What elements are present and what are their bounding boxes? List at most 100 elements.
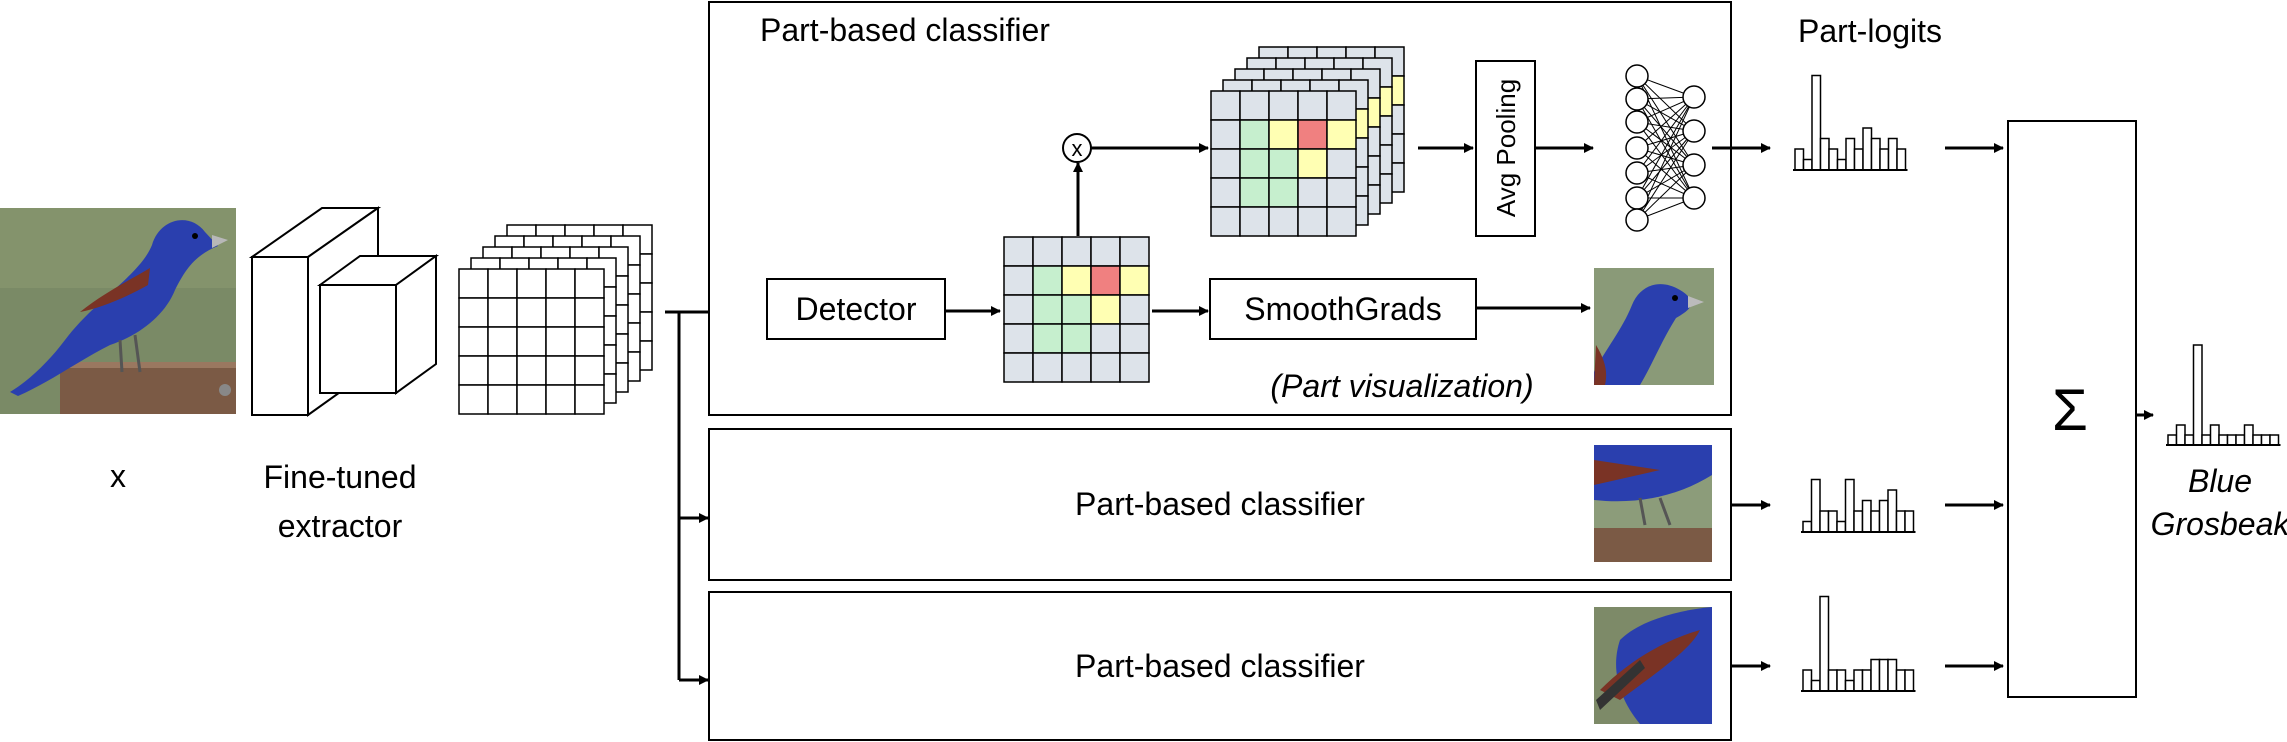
middle-hist-bar — [1836, 520, 1847, 533]
middle-hist-bar — [1904, 510, 1915, 533]
part-visualization-label: (Part visualization) — [1270, 368, 1533, 404]
top-hist-bar — [1811, 74, 1822, 171]
middle-hist-bar — [1878, 499, 1889, 533]
output-hist-bar — [2209, 424, 2220, 446]
part-logits-histogram-bottom — [1801, 595, 1916, 692]
detector-box — [766, 278, 946, 340]
neuron-output — [1682, 119, 1706, 143]
output-histogram — [2166, 344, 2281, 446]
middle-hist-bar — [1870, 510, 1881, 533]
middle-hist-bar — [1844, 478, 1855, 533]
top-hist-bar — [1879, 148, 1890, 171]
weighted-feature-stack — [1210, 46, 1405, 237]
part-crop-image-bottom — [1594, 607, 1712, 724]
bottom-hist-bar — [1887, 658, 1898, 692]
neuron-input — [1625, 110, 1649, 134]
output-hist-bar — [2269, 434, 2280, 446]
detector-heatmap-grid — [1003, 236, 1150, 383]
top-hist-bar — [1845, 137, 1856, 171]
multiply-symbol: x — [1072, 136, 1083, 161]
neuron-input — [1625, 161, 1649, 185]
bottom-hist-bar — [1853, 669, 1864, 692]
output-hist-bar — [2226, 434, 2237, 446]
top-hist-bar — [1836, 158, 1847, 171]
part-logits-label: Part-logits — [1798, 13, 1942, 49]
middle-hist-bar — [1887, 489, 1898, 533]
part-classifier-bottom-label: Part-based classifier — [1075, 648, 1365, 684]
extractor-block — [248, 206, 440, 417]
avg-pooling-label: Avg Pooling — [1491, 79, 1521, 217]
output-hist-bar — [2235, 434, 2246, 446]
bottom-hist-bar — [1827, 669, 1838, 692]
bottom-hist-bar — [1904, 669, 1915, 692]
output-hist-bar — [2201, 434, 2212, 446]
part-classifier-bottom-box — [708, 591, 1732, 741]
neuron-input — [1625, 136, 1649, 160]
smoothgrads-label: SmoothGrads — [1244, 291, 1441, 327]
middle-hist-bar — [1810, 478, 1821, 533]
smoothgrads-box — [1209, 278, 1477, 340]
part-logits-histogram-top — [1793, 74, 1908, 171]
part-classifier-middle-box — [708, 428, 1732, 581]
output-hist-bar — [2167, 434, 2178, 446]
top-hist-bar — [1828, 148, 1839, 171]
feature-map-stack — [458, 224, 653, 415]
output-hist-bar — [2184, 434, 2195, 446]
middle-hist-bar — [1853, 510, 1864, 533]
avg-pooling-box — [1475, 60, 1536, 237]
bottom-hist-bar — [1844, 679, 1855, 692]
input-bird-image — [0, 208, 236, 414]
bottom-hist-bar — [1895, 669, 1906, 692]
middle-hist-bar — [1861, 499, 1872, 533]
neuron-input — [1625, 208, 1649, 232]
neuron-input — [1625, 87, 1649, 111]
output-label-line1: Blue — [2188, 463, 2252, 499]
neural-network-icon — [1625, 64, 1706, 232]
bottom-hist-bar — [1861, 669, 1872, 692]
feature-map-layer — [458, 268, 605, 415]
part-classifier-top-label: Part-based classifier — [760, 12, 1050, 48]
bottom-hist-bar — [1878, 658, 1889, 692]
output-hist-bar — [2252, 434, 2263, 446]
neuron-output — [1682, 85, 1706, 109]
part-visualization-image — [1594, 268, 1714, 385]
middle-hist-bar — [1819, 510, 1830, 533]
top-hist-bar — [1896, 148, 1907, 171]
top-hist-bar — [1887, 137, 1898, 171]
input-label: x — [110, 458, 126, 494]
sum-box — [2007, 120, 2137, 698]
middle-hist-bar — [1802, 520, 1813, 533]
sum-symbol: Σ — [2052, 378, 2088, 443]
output-hist-bar — [2175, 424, 2186, 446]
extractor-label-line2: extractor — [278, 508, 403, 544]
part-logits-histogram-middle — [1801, 478, 1916, 533]
output-hist-bar — [2260, 434, 2271, 446]
bottom-hist-bar — [1819, 595, 1830, 692]
middle-hist-bar — [1895, 510, 1906, 533]
neuron-input — [1625, 64, 1649, 88]
detector-label: Detector — [796, 291, 917, 327]
top-hist-bar — [1853, 148, 1864, 171]
extractor-label-line1: Fine-tuned — [264, 459, 417, 495]
bottom-hist-bar — [1870, 658, 1881, 692]
bottom-hist-bar — [1802, 669, 1813, 692]
neuron-output — [1682, 186, 1706, 210]
weighted-feature-front-layer — [1210, 90, 1357, 237]
output-hist-bar — [2243, 424, 2254, 446]
neuron-output — [1682, 153, 1706, 177]
part-classifier-middle-label: Part-based classifier — [1075, 486, 1365, 522]
top-hist-bar — [1794, 148, 1805, 171]
middle-hist-bar — [1827, 510, 1838, 533]
top-hist-bar — [1870, 137, 1881, 171]
output-hist-bar — [2192, 344, 2203, 446]
bottom-hist-bar — [1836, 669, 1847, 692]
top-hist-bar — [1802, 158, 1813, 171]
output-hist-bar — [2218, 434, 2229, 446]
top-hist-bar — [1819, 137, 1830, 171]
bottom-hist-bar — [1810, 679, 1821, 692]
neuron-input — [1625, 186, 1649, 210]
part-crop-image-middle — [1594, 445, 1712, 562]
output-label-line2: Grosbeak — [2151, 506, 2287, 542]
top-hist-bar — [1862, 127, 1873, 171]
